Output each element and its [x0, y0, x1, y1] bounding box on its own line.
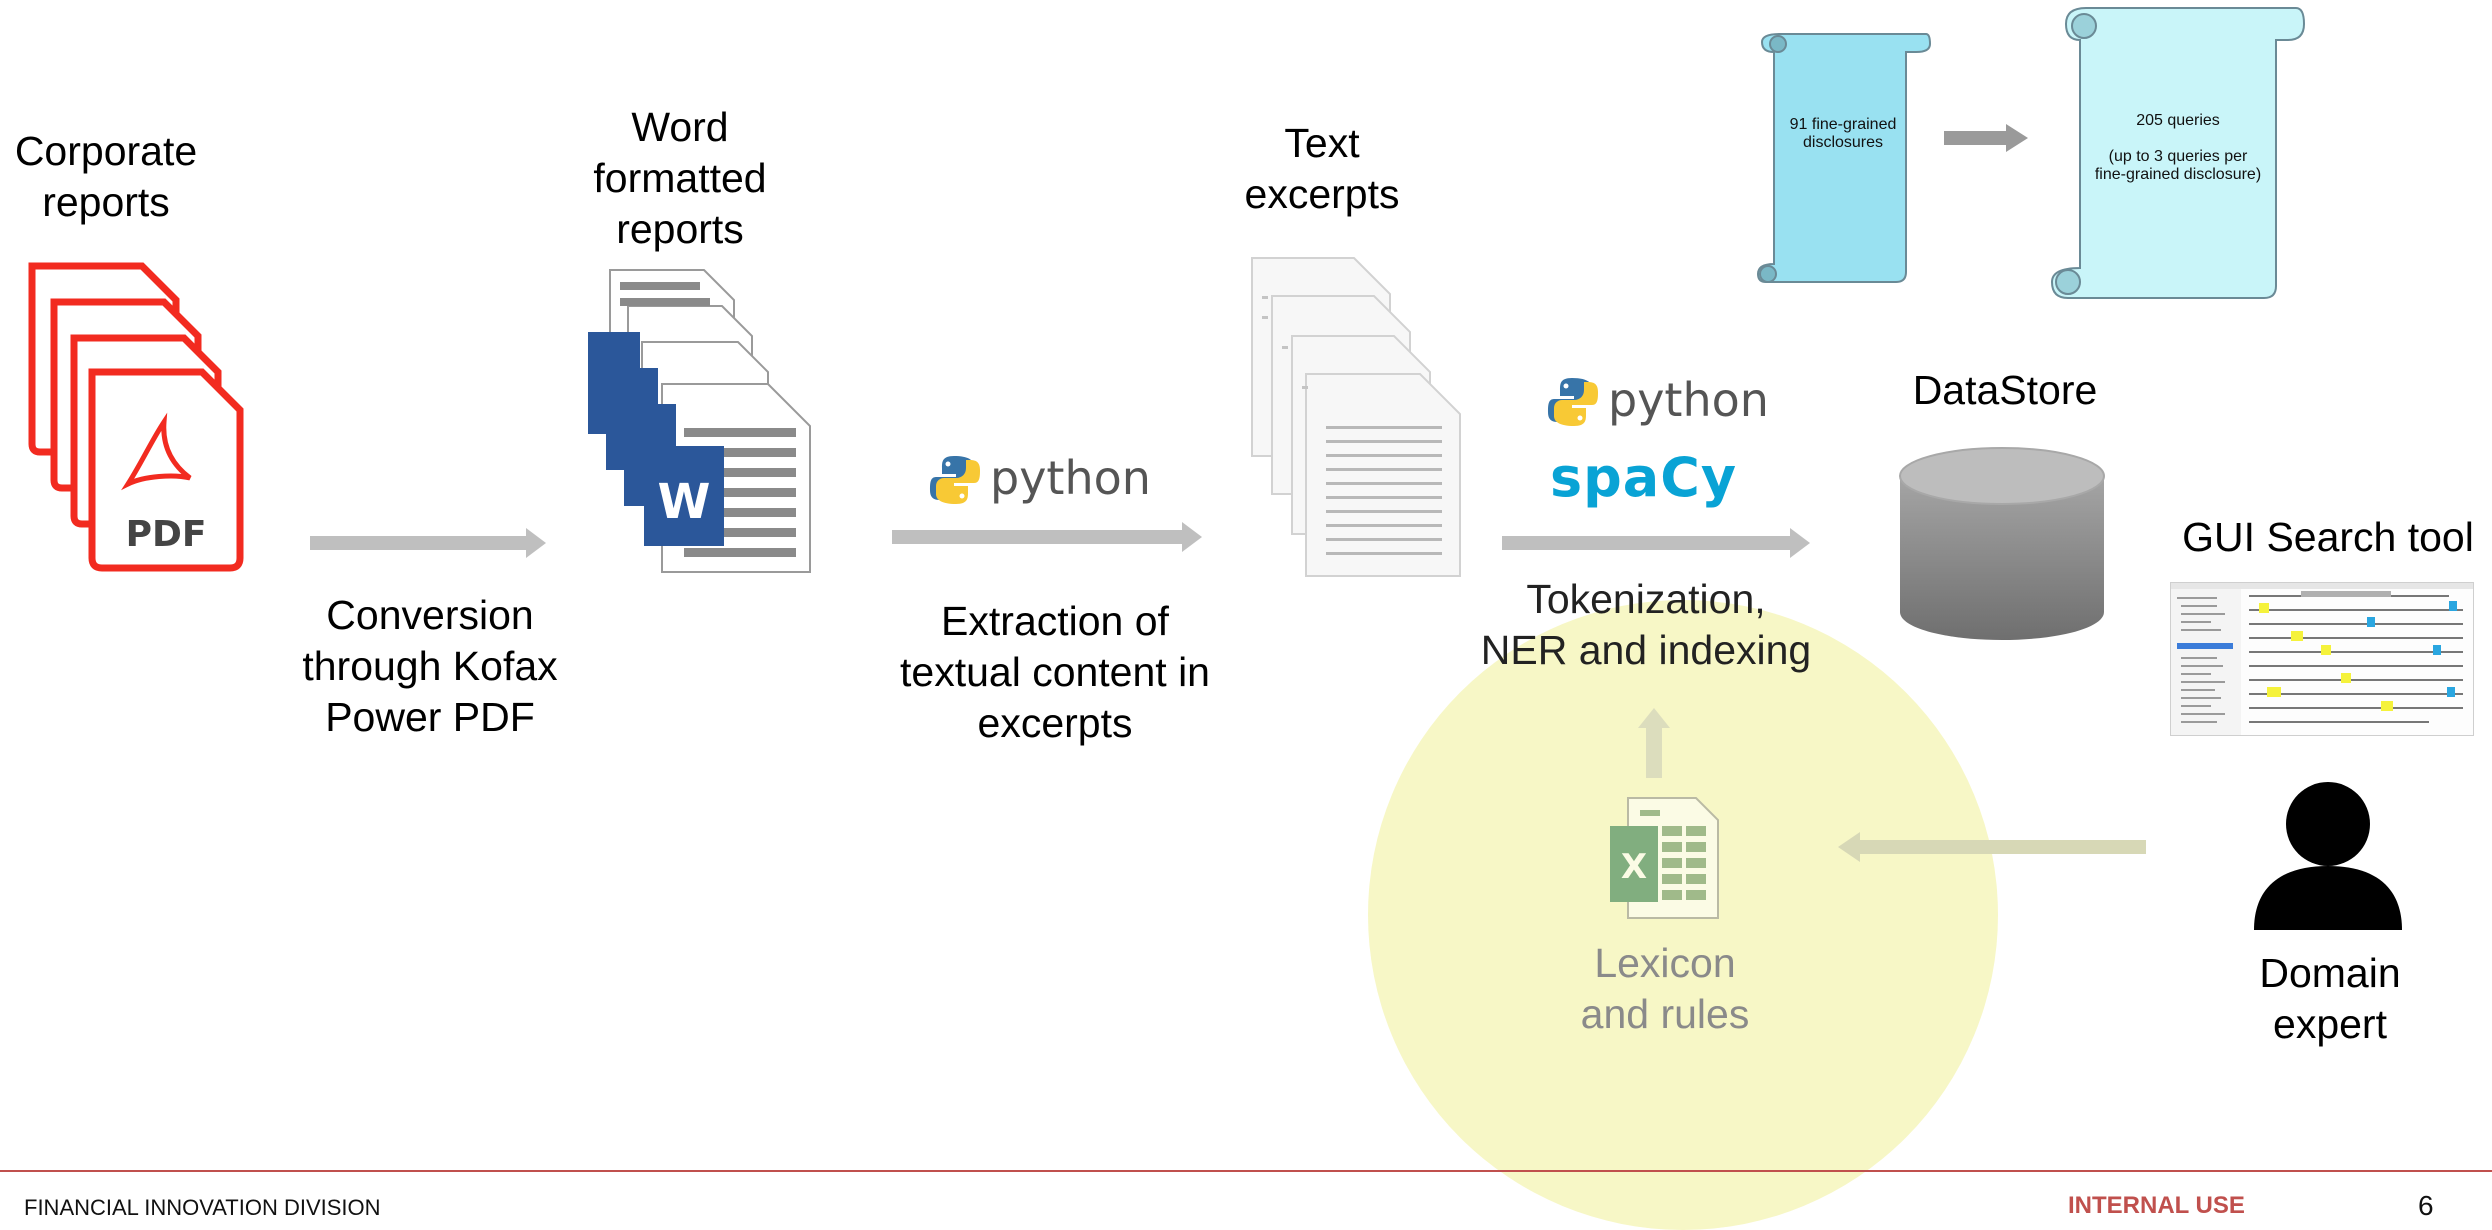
- pdf-label: PDF: [126, 514, 207, 555]
- word-label: W: [658, 474, 711, 530]
- scroll-icon-2: [2050, 6, 2306, 300]
- excel-label: X: [1621, 847, 1647, 887]
- footer-divider: [0, 1170, 2492, 1172]
- person-icon: [2250, 780, 2406, 930]
- python-logo-icon-2: python: [1548, 373, 1769, 430]
- word-file-icon: W: [584, 268, 814, 576]
- arrow-conversion: [310, 528, 546, 558]
- label-gui-search: GUI Search tool: [2182, 514, 2474, 560]
- label-word-reports: Word formatted reports: [593, 104, 767, 252]
- label-domain-expert: Domain expert: [2259, 950, 2401, 1047]
- label-conversion: Conversion through Kofax Power PDF: [302, 592, 558, 740]
- arrow-tokenization: [1502, 528, 1810, 558]
- python-logo-icon: python: [930, 451, 1151, 508]
- database-icon: [1898, 446, 2106, 642]
- python-wordmark-2: python: [1608, 373, 1769, 427]
- label-lexicon: Lexicon and rules: [1580, 940, 1750, 1037]
- gui-screenshot-icon: [2170, 582, 2474, 736]
- label-datastore: DataStore: [1912, 367, 2098, 413]
- footer-division: FINANCIAL INNOVATION DIVISION: [24, 1195, 381, 1220]
- scroll-icon: [1756, 28, 1932, 288]
- scroll-disclosures-text: 91 fine-grained disclosures: [1789, 116, 1897, 151]
- text-file-icon: [1250, 256, 1462, 578]
- footer-classification: INTERNAL USE: [2068, 1192, 2245, 1219]
- label-corporate-reports: Corporate reports: [14, 128, 198, 225]
- label-text-excerpts: Text excerpts: [1244, 120, 1400, 217]
- page-number: 6: [2418, 1190, 2434, 1221]
- arrow-queries: [1944, 124, 2028, 152]
- label-tokenization: Tokenization, NER and indexing: [1480, 576, 1812, 673]
- label-extraction: Extraction of textual content in excerpt…: [900, 598, 1210, 746]
- python-wordmark: python: [990, 451, 1151, 505]
- arrow-lexicon-up: [1638, 708, 1670, 778]
- spacy-logo-icon: spaCy: [1550, 446, 1738, 509]
- scroll-queries-text: 205 queries (up to 3 queries per fine-gr…: [2094, 112, 2262, 183]
- arrow-extraction: [892, 522, 1202, 552]
- pdf-file-icon: PDF: [24, 262, 248, 576]
- arrow-expert-to-lexicon: [1838, 832, 2146, 862]
- excel-file-icon: X: [1608, 796, 1720, 920]
